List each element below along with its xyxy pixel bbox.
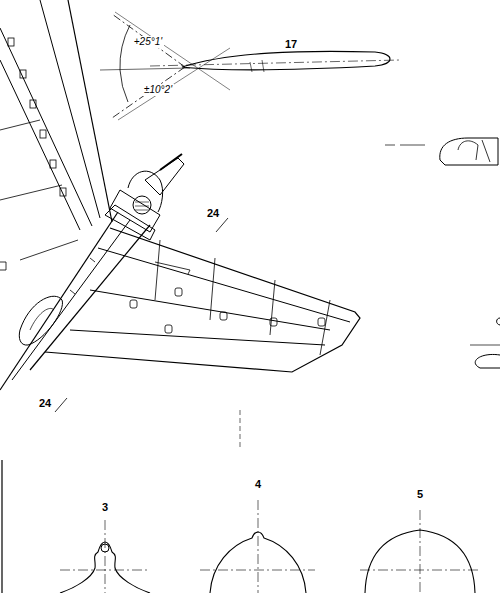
section-number: 24	[37, 397, 53, 410]
section-number: 4	[253, 478, 263, 491]
angle-dimension: ±10°2'	[142, 84, 174, 96]
section-number: 24	[205, 207, 221, 220]
section-number: 3	[100, 501, 110, 514]
section-number: 17	[283, 38, 299, 51]
section-number: 5	[415, 488, 425, 501]
angle-dimension: +25°1'	[132, 36, 164, 48]
